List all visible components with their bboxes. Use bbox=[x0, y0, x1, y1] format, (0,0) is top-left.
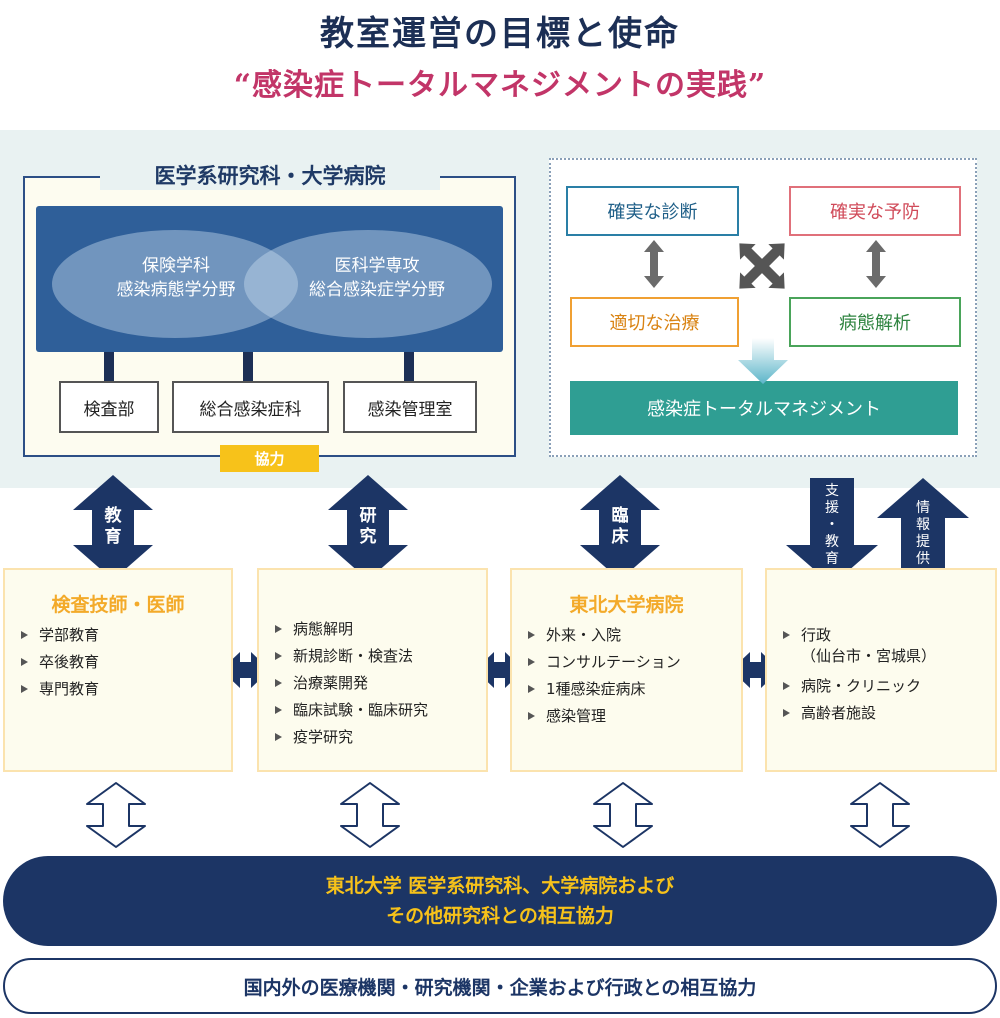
outline-double-arrow-icon bbox=[340, 782, 400, 848]
column-list: 行政 （仙台市・宮城県） 病院・クリニック 高齢者施設 bbox=[781, 622, 936, 727]
down-arrow-icon bbox=[738, 338, 788, 384]
list-item: 疫学研究 bbox=[273, 724, 428, 751]
double-arrow-vertical-icon bbox=[866, 240, 886, 288]
arrow-char: 報 bbox=[916, 517, 930, 533]
list-item: 病院・クリニック bbox=[781, 673, 936, 700]
university-panel-title: 医学系研究科・大学病院 bbox=[100, 160, 440, 190]
outline-double-arrow-icon bbox=[593, 782, 653, 848]
arrow-label-research: 研 究 bbox=[356, 506, 380, 548]
faculty-box: 保険学科 感染病態学分野 医科学専攻 総合感染症学分野 bbox=[36, 206, 503, 352]
cycle-treatment-box: 適切な治療 bbox=[570, 297, 739, 347]
outline-double-arrow-icon bbox=[850, 782, 910, 848]
list-item: コンサルテーション bbox=[526, 649, 681, 676]
down-arrow-support-icon bbox=[786, 478, 878, 585]
list-item: 専門教育 bbox=[19, 676, 99, 703]
mutual-cooperation-banner: 東北大学 医学系研究科、大学病院および その他研究科との相互協力 bbox=[3, 856, 997, 946]
list-item: 外来・入院 bbox=[526, 622, 681, 649]
cooperation-badge: 協力 bbox=[220, 445, 319, 472]
arrow-char: ・ bbox=[825, 517, 839, 533]
left-field-line-1: 保険学科 bbox=[142, 256, 210, 276]
arrow-label-info: 情 報 提 供 bbox=[914, 500, 932, 568]
university-title-text: 医学系研究科・大学病院 bbox=[144, 164, 396, 188]
dept-laboratory: 検査部 bbox=[59, 381, 159, 433]
left-field-line-2: 感染病態学分野 bbox=[116, 280, 236, 300]
column-title: 検査技師・医師 bbox=[51, 594, 185, 616]
cross-arrows-icon bbox=[739, 243, 785, 289]
list-item: 臨床試験・臨床研究 bbox=[273, 697, 428, 724]
column-list: 外来・入院 コンサルテーション 1種感染症病床 感染管理 bbox=[526, 622, 681, 730]
arrow-char: 供 bbox=[916, 551, 930, 567]
list-item: 行政 bbox=[781, 622, 936, 649]
arrow-label-education: 教 育 bbox=[101, 506, 125, 548]
list-item: 卒後教育 bbox=[19, 649, 99, 676]
arrow-char: 床 bbox=[611, 527, 629, 547]
total-management-box: 感染症トータルマネジメント bbox=[570, 381, 958, 435]
left-field-ellipse bbox=[52, 230, 298, 338]
arrow-label-clinical: 臨 床 bbox=[608, 506, 632, 548]
list-item: 治療薬開発 bbox=[273, 670, 428, 697]
right-field-ellipse bbox=[244, 230, 492, 338]
column-box-education: 検査技師・医師 学部教育 卒後教育 専門教育 bbox=[3, 568, 233, 772]
arrow-char: 臨 bbox=[611, 506, 629, 526]
arrow-char: 育 bbox=[104, 527, 122, 547]
double-arrow-education-icon bbox=[73, 475, 153, 580]
banner-line-2: その他研究科との相互協力 bbox=[386, 905, 614, 927]
right-field-line-1: 医科学専攻 bbox=[334, 256, 420, 276]
connector-line bbox=[404, 352, 414, 382]
cycle-diagnosis-box: 確実な診断 bbox=[566, 186, 739, 236]
column-box-research: 病態解明 新規診断・検査法 治療薬開発 臨床試験・臨床研究 疫学研究 bbox=[257, 568, 488, 772]
right-field-label: 医科学専攻 総合感染症学分野 bbox=[272, 254, 482, 302]
list-item: 1種感染症病床 bbox=[526, 676, 681, 703]
external-cooperation-banner: 国内外の医療機関・研究機関・企業および行政との相互協力 bbox=[3, 958, 997, 1014]
list-item: 病態解明 bbox=[273, 616, 428, 643]
column-list: 学部教育 卒後教育 専門教育 bbox=[19, 622, 99, 703]
column-box-administration: 行政 （仙台市・宮城県） 病院・クリニック 高齢者施設 bbox=[765, 568, 997, 772]
column-list: 病態解明 新規診断・検査法 治療薬開発 臨床試験・臨床研究 疫学研究 bbox=[273, 616, 428, 751]
connector-line bbox=[243, 352, 253, 382]
right-field-line-2: 総合感染症学分野 bbox=[309, 280, 445, 300]
arrow-label-support: 支 援 ・ 教 育 bbox=[823, 483, 841, 568]
cycle-prevention-box: 確実な予防 bbox=[789, 186, 961, 236]
arrow-char: 支 bbox=[825, 483, 839, 499]
up-arrow-info-icon bbox=[877, 478, 969, 585]
double-arrow-research-icon bbox=[328, 475, 408, 580]
arrow-char: 情 bbox=[916, 500, 930, 516]
cycle-analysis-box: 病態解析 bbox=[789, 297, 961, 347]
dept-infectious-disease: 総合感染症科 bbox=[172, 381, 329, 433]
double-arrow-clinical-icon bbox=[580, 475, 660, 580]
connector-line bbox=[104, 352, 114, 382]
outline-double-arrow-icon bbox=[86, 782, 146, 848]
list-item: 感染管理 bbox=[526, 703, 681, 730]
arrow-char: 援 bbox=[825, 500, 839, 516]
page-title: 教室運営の目標と使命 bbox=[320, 14, 680, 54]
list-item: 学部教育 bbox=[19, 622, 99, 649]
arrow-char: 究 bbox=[359, 527, 377, 547]
dept-infection-control: 感染管理室 bbox=[343, 381, 477, 433]
left-field-label: 保険学科 感染病態学分野 bbox=[76, 254, 276, 302]
double-arrow-vertical-icon bbox=[644, 240, 664, 288]
column-box-hospital: 東北大学病院 外来・入院 コンサルテーション 1種感染症病床 感染管理 bbox=[510, 568, 743, 772]
list-item: 新規診断・検査法 bbox=[273, 643, 428, 670]
arrow-char: 教 bbox=[825, 534, 839, 550]
page-subtitle: “感染症トータルマネジメントの実践” bbox=[233, 68, 767, 103]
list-item: 高齢者施設 bbox=[781, 700, 936, 727]
arrow-char: 教 bbox=[104, 506, 122, 526]
column-title: 東北大学病院 bbox=[569, 594, 684, 616]
list-item-sub: （仙台市・宮城県） bbox=[801, 647, 937, 665]
banner-line-1: 東北大学 医学系研究科、大学病院および bbox=[325, 875, 675, 897]
arrow-char: 提 bbox=[916, 534, 930, 550]
arrow-char: 研 bbox=[359, 506, 377, 526]
arrow-char: 育 bbox=[825, 551, 839, 567]
